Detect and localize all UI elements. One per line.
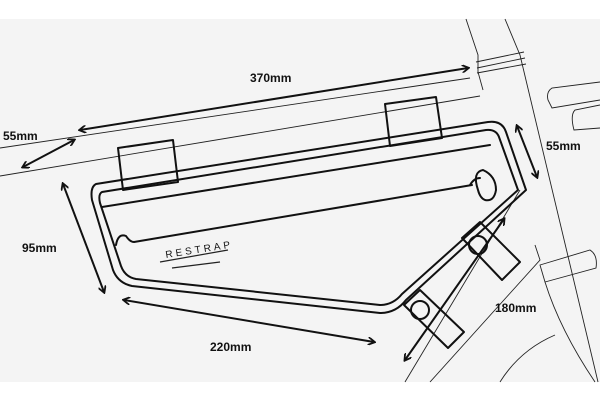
- zip-puller-loop: [469, 177, 481, 186]
- handlebar-stub: [547, 81, 600, 109]
- background-panel: [0, 19, 600, 382]
- arrow-bottom-length: [124, 300, 374, 342]
- arrow-down-tube-length: [405, 219, 504, 360]
- label-top-width-left: 55mm: [3, 129, 38, 143]
- label-top-length: 370mm: [250, 71, 291, 85]
- arrow-height-left: [63, 184, 104, 292]
- logo-underline: [159, 249, 229, 269]
- arrow-top-width-right: [517, 126, 537, 177]
- label-height-left: 95mm: [22, 241, 57, 255]
- label-top-width-right: 55mm: [546, 139, 581, 153]
- headset: [475, 51, 527, 74]
- top-strap-left: [117, 139, 179, 191]
- bag-zip-line: [115, 184, 473, 246]
- head-tube-right: [504, 18, 599, 383]
- arrow-top-width-left: [23, 140, 74, 167]
- zip-puller: [474, 169, 497, 202]
- label-bottom-length: 220mm: [210, 340, 251, 354]
- fork-crown: [539, 249, 597, 283]
- handlebar-stub-2: [571, 104, 600, 131]
- head-tube-left: [465, 18, 484, 91]
- label-down-tube-length: 180mm: [495, 301, 536, 315]
- arrow-top-length: [80, 68, 468, 130]
- bag-top-panel-line: [101, 144, 491, 208]
- dimension-arrows: [23, 68, 537, 360]
- fork-legs: [499, 281, 596, 383]
